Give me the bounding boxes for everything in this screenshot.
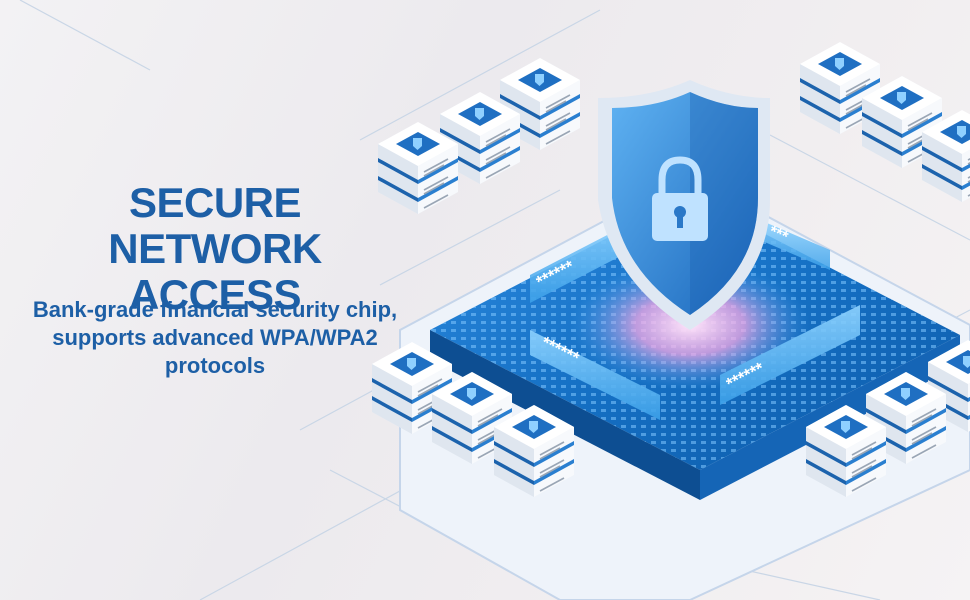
subline-line-2: supports advanced WPA/WPA2 [52, 325, 378, 350]
headline-line-2: NETWORK ACCESS [108, 225, 322, 318]
headline: SECURE NETWORK ACCESS [20, 180, 410, 318]
subline-line-3: protocols [164, 353, 266, 378]
headline-line-1: SECURE [128, 179, 302, 226]
shield-lock-icon [598, 80, 770, 330]
subline-line-1: Bank-grade financial security chip, [32, 297, 398, 322]
subline: Bank-grade financial security chip, supp… [10, 296, 420, 380]
server-cluster-top-right [799, 41, 970, 203]
password-field-4: *** [766, 223, 791, 246]
